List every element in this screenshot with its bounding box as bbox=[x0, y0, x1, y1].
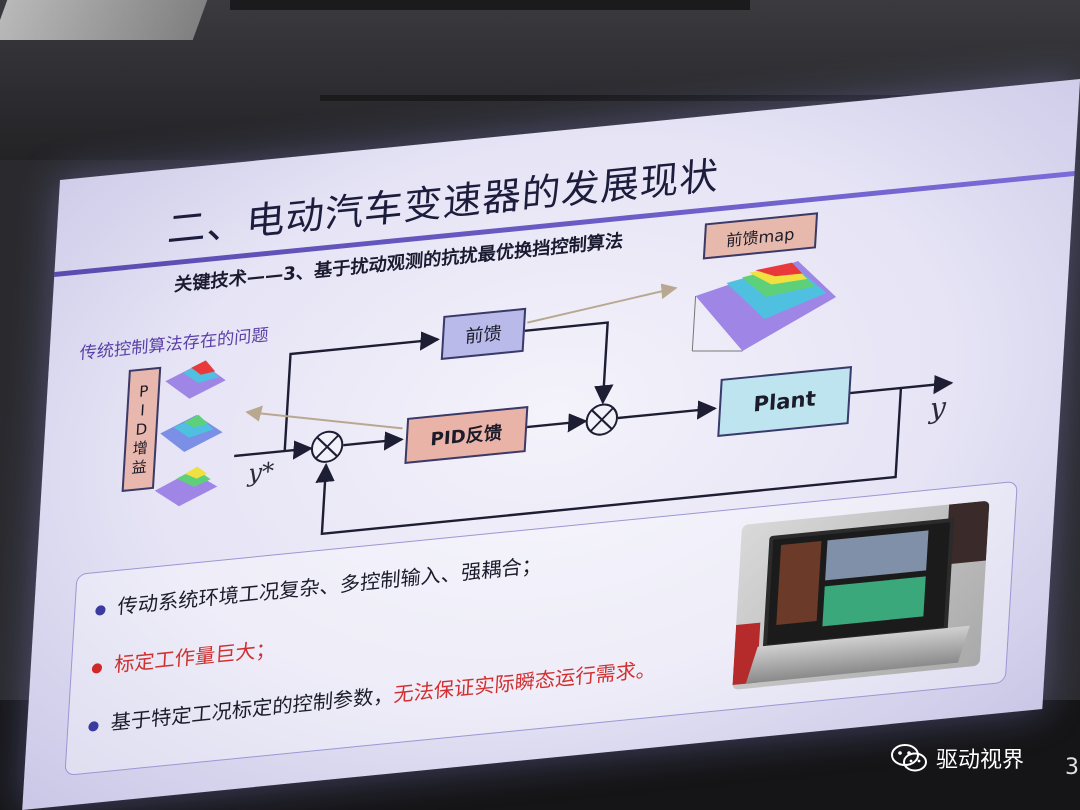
map-axis bbox=[691, 295, 697, 352]
pid-gain-char: P bbox=[138, 381, 149, 401]
input-symbol: y* bbox=[247, 456, 275, 488]
feedforward-block: 前馈 bbox=[440, 307, 527, 360]
control-diagram bbox=[234, 283, 954, 536]
ceiling-light bbox=[0, 0, 208, 40]
feedforward-map-plot bbox=[691, 261, 837, 352]
map-axis bbox=[692, 350, 743, 352]
laptop-photo bbox=[732, 500, 990, 690]
bullet-text-highlight: 标定工作量巨大； bbox=[113, 636, 277, 677]
bullet-text: 传动系统环境工况复杂、多控制输入、强耦合； bbox=[117, 552, 543, 619]
wechat-icon bbox=[891, 744, 927, 772]
pid-gain-plot-2 bbox=[160, 414, 223, 452]
projected-slide: 二、电动汽车变速器的发展现状 关键技术——3、基于扰动观测的抗扰最优换挡控制算法… bbox=[22, 79, 1080, 810]
screen-panel bbox=[776, 541, 822, 625]
ceiling-beam bbox=[320, 95, 920, 101]
pid-gain-plot-3 bbox=[154, 466, 218, 507]
bullet-dot bbox=[95, 604, 106, 616]
pid-gain-char: 增 bbox=[132, 438, 149, 458]
bullet-item: 标定工作量巨大； bbox=[91, 633, 277, 680]
output-symbol: y bbox=[928, 390, 947, 425]
page-number: 3 bbox=[1065, 755, 1079, 780]
summing-junction-2 bbox=[585, 403, 619, 436]
pid-gain-char: D bbox=[135, 419, 148, 439]
bullet-dot bbox=[88, 720, 99, 732]
map-pointer-arrow bbox=[527, 283, 678, 324]
summing-junction-1 bbox=[310, 430, 344, 463]
map-surface-peak bbox=[755, 262, 803, 277]
bullet-dot bbox=[91, 662, 103, 674]
bullet-text-highlight: 无法保证实际瞬态运行需求。 bbox=[392, 656, 657, 707]
gain-pointer-arrow bbox=[245, 405, 403, 430]
watermark-text: 驱动视界 bbox=[936, 748, 1025, 773]
plant-input-line bbox=[617, 400, 717, 420]
input-line bbox=[234, 440, 313, 460]
error-line bbox=[343, 431, 404, 451]
screen-panel bbox=[822, 576, 926, 627]
pid-gain-char: I bbox=[139, 400, 146, 420]
output-line bbox=[846, 375, 954, 395]
pid-gain-plot-1 bbox=[165, 360, 226, 399]
feedforward-output-line bbox=[520, 321, 614, 405]
screen-panel bbox=[825, 530, 929, 581]
ceiling-beam bbox=[230, 0, 750, 10]
pid-gain-char: 益 bbox=[131, 457, 148, 477]
feedback-path bbox=[315, 387, 903, 536]
bullet-text: 基于特定工况标定的控制参数， bbox=[110, 682, 395, 735]
watermark: 驱动视界 bbox=[890, 742, 1024, 774]
feedforward-path bbox=[283, 331, 440, 452]
pid-output-line bbox=[522, 413, 588, 433]
